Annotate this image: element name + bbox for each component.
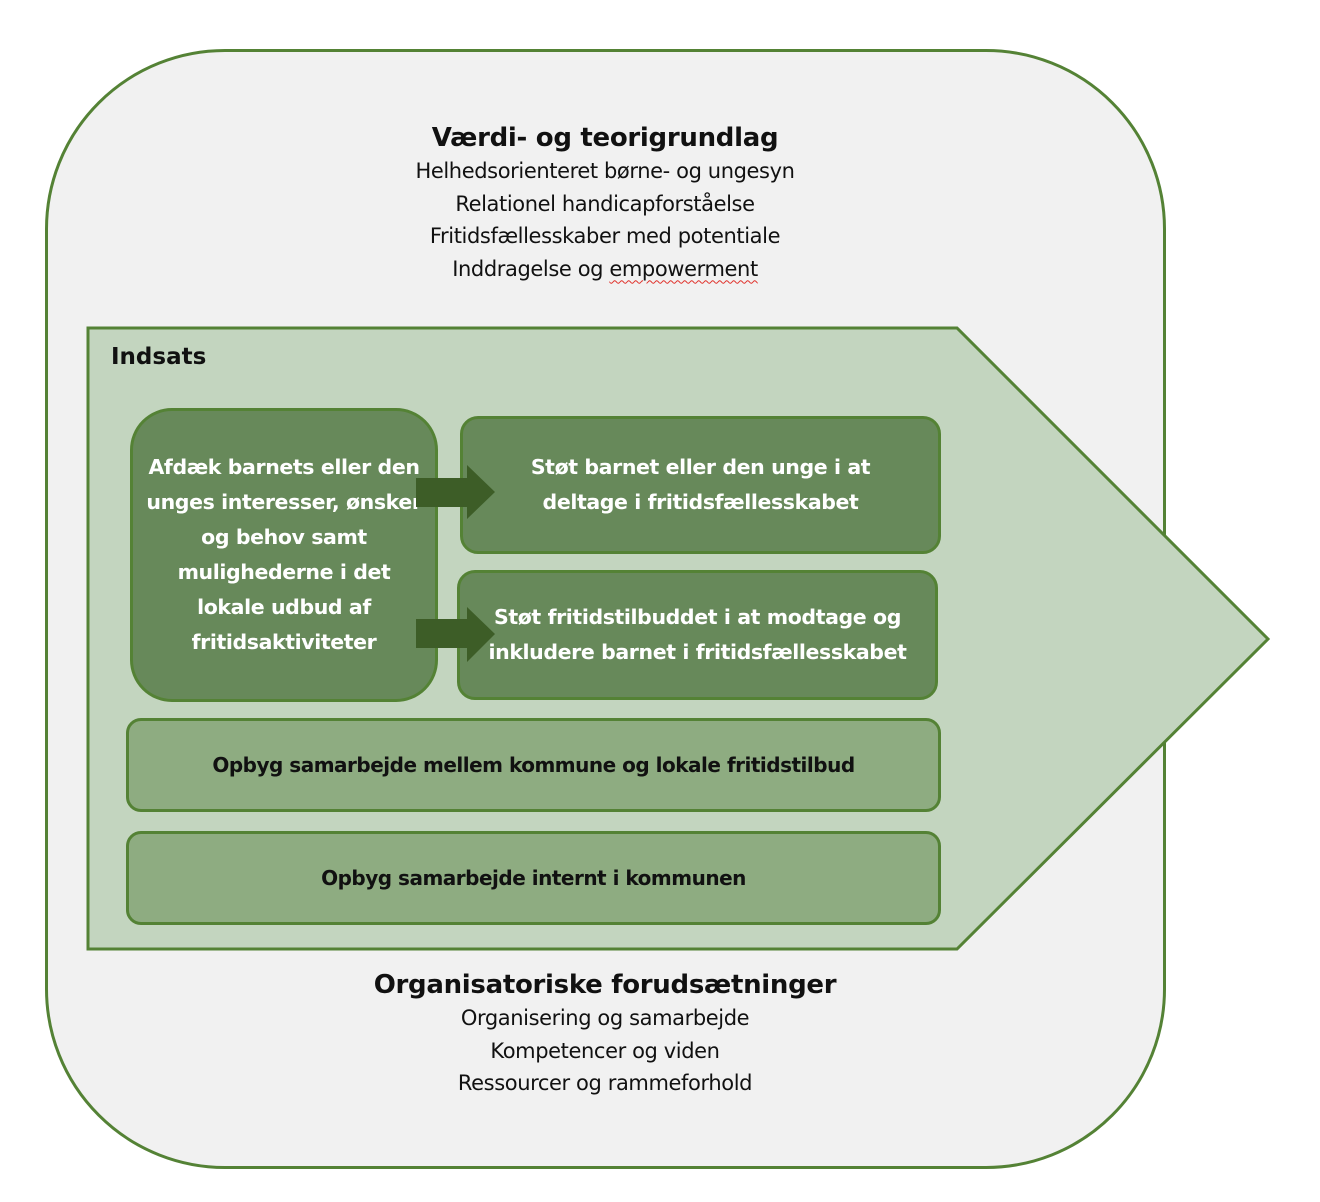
right-arrow-icon: [416, 607, 495, 662]
values-theory-line-text: Inddragelse og: [452, 256, 610, 281]
municipal-internal-collab-text: Opbyg samarbejde internt i kommunen: [321, 866, 746, 890]
municipal-external-collab-text: Opbyg samarbejde mellem kommune og lokal…: [212, 753, 855, 777]
organisational-line: Ressourcer og rammeforhold: [457, 1071, 753, 1095]
organisational-line: Kompetencer og viden: [490, 1038, 720, 1063]
municipal-external-collab-box: Opbyg samarbejde mellem kommune og lokal…: [126, 718, 941, 812]
organisational-line: Organisering og samarbejde: [460, 1006, 750, 1030]
right-arrow-icon: [416, 465, 495, 519]
right-arrow-icon-shape: [416, 465, 495, 519]
values-theory-line: Fritidsfællesskaber med potentiale: [429, 224, 781, 248]
support-child-box: Støt barnet eller den unge i at deltage …: [460, 416, 941, 554]
values-theory-line: Relationel handicapforståelse: [455, 191, 755, 216]
map-interests-text: Afdæk barnets eller den unges interesser…: [146, 455, 422, 654]
support-leisure-offer-box: Støt fritidstilbuddet i at modtage og in…: [457, 570, 938, 700]
values-theory-title: Værdi- og teorigrundlag: [431, 123, 779, 153]
support-leisure-offer-text: Støt fritidstilbuddet i at modtage og in…: [488, 605, 907, 664]
values-theory-line: Inddragelse og empowerment: [0, 253, 1210, 286]
organisational-title: Organisatoriske forudsætninger: [373, 970, 837, 1000]
indsats-title: Indsats: [111, 344, 207, 370]
organisational-section: Organisatoriske forudsætninger Organiser…: [0, 968, 1210, 1100]
spellcheck-underlined-word: empowerment: [609, 256, 758, 281]
right-arrow-icon-shape: [416, 607, 495, 662]
municipal-internal-collab-box: Opbyg samarbejde internt i kommunen: [126, 831, 941, 925]
map-interests-box: Afdæk barnets eller den unges interesser…: [130, 408, 438, 702]
support-child-text: Støt barnet eller den unge i at deltage …: [530, 455, 871, 514]
values-theory-section: Værdi- og teorigrundlag Helhedsorientere…: [0, 121, 1210, 285]
values-theory-line: Helhedsorienteret børne- og ungesyn: [415, 159, 795, 183]
